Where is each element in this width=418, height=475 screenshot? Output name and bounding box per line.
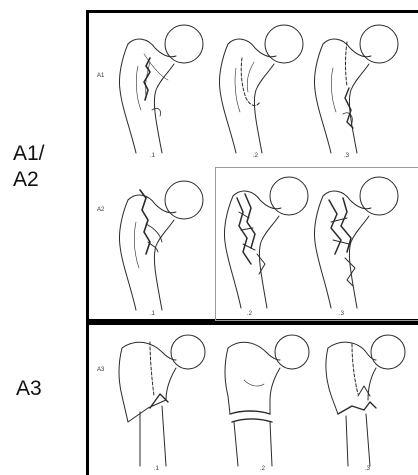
figure-number-a2-2: .2 [247,311,252,317]
femur-illustration-a1-2 [208,18,308,153]
figure-number-a3-3: .3 [365,466,370,472]
femur-illustration-a1-3 [303,18,403,153]
figure-number-a3-1: .1 [154,466,159,472]
group-label-a3-text: A3 [16,377,42,400]
femur-illustration-a3-2 [214,330,314,466]
figure-number-a1-1: .1 [150,153,155,159]
figure-number-a2-1: .1 [150,311,155,317]
group-label-a1-a2-text: A1/ A2 [13,142,45,191]
row-tag-a2: A2 [97,207,104,213]
row-tag-a3: A3 [97,367,104,373]
figure-number-a1-2: .2 [253,153,258,159]
femur-illustration-a2-3 [303,168,403,308]
figure-number-a2-3: .3 [339,311,344,317]
figure-number-a1-3: .3 [344,153,349,159]
femur-illustration-a2-2 [213,168,313,308]
group-label-a1-a2: A1/ A2 [13,141,73,193]
figure-number-a3-2: .2 [260,466,265,472]
femur-illustration-a3-3 [318,330,418,466]
femur-illustration-a3-1 [110,330,210,466]
row-tag-a1: A1 [97,73,104,79]
femur-illustration-a2-1 [108,172,208,310]
group-label-a3: A3 [16,376,42,402]
femur-illustration-a1-1 [108,18,208,153]
